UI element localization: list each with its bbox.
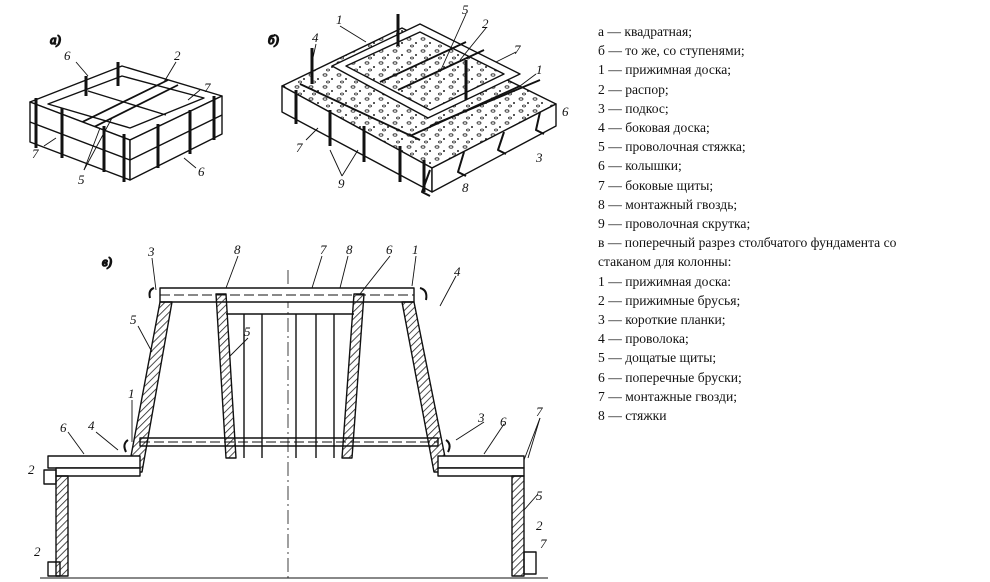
callout-v-7-bottom: 7 xyxy=(540,536,547,551)
callout-v-3: 3 xyxy=(147,244,155,259)
callout-v-8-b: 8 xyxy=(346,242,353,257)
legend-item: 8 — стяжки xyxy=(598,408,667,424)
callout-b-6: 6 xyxy=(562,104,569,119)
legend-item: 2 — прижимные брусья; xyxy=(598,292,741,308)
legend-item: 6 — поперечные бруски; xyxy=(598,369,742,385)
legend-item: 1 — прижимная доска: xyxy=(598,273,732,289)
legend-item: 5 — проволочная стяжка; xyxy=(598,139,746,155)
panel-a-square-formwork: а) xyxy=(29,31,223,182)
panel-b-callouts: 4 1 5 2 7 1 6 7 9 8 3 xyxy=(296,2,569,195)
callout-b-3: 3 xyxy=(535,150,543,165)
callout-v-3-right: 3 xyxy=(477,410,485,425)
callout-v-4: 4 xyxy=(454,264,461,279)
callout-v-6: 6 xyxy=(386,242,393,257)
legend-item: 8 — монтажный гвоздь; xyxy=(598,196,738,212)
callout-b-7-left: 7 xyxy=(296,140,303,155)
callout-a-6-bottom: 6 xyxy=(198,164,205,179)
callout-b-2: 2 xyxy=(482,16,489,31)
legend-item: 5 — дощатые щиты; xyxy=(598,350,717,366)
formwork-drawing: а) 6 2 7 7 5 6 xyxy=(28,2,569,579)
legend-item: а — квадратная; xyxy=(598,24,692,39)
callout-a-2: 2 xyxy=(174,48,181,63)
callout-v-6-right: 6 xyxy=(500,414,507,429)
legend-item: 6 — колышки; xyxy=(598,158,682,174)
callout-a-7-right: 7 xyxy=(204,80,211,95)
legend-item: 7 — монтажные гвозди; xyxy=(598,388,738,404)
panel-v-callouts: 3 8 7 8 6 1 4 5 5 1 4 6 2 2 3 6 7 5 2 7 xyxy=(28,242,547,559)
legend-item: 4 — боковая доска; xyxy=(598,120,710,136)
panel-a-label: а) xyxy=(50,32,61,47)
panel-v-label: в) xyxy=(102,254,112,269)
legend-item: б — то же, со ступенями; xyxy=(598,43,745,59)
callout-v-1: 1 xyxy=(412,242,419,257)
panel-v-cross-section: в) xyxy=(40,253,548,579)
callout-b-8: 8 xyxy=(462,180,469,195)
callout-v-4-left: 4 xyxy=(88,418,95,433)
callout-v-2-bottom: 2 xyxy=(34,544,41,559)
legend-item: стаканом для колонны: xyxy=(598,254,732,270)
legend-item: 2 — распор; xyxy=(598,81,669,97)
callout-v-1-left: 1 xyxy=(128,386,135,401)
panel-b-stepped-formwork: б) xyxy=(267,13,557,197)
callout-v-2-right: 2 xyxy=(536,518,543,533)
callout-a-5: 5 xyxy=(78,172,85,187)
figure-legend: а — квадратная; б — то же, со ступенями; 1… xyxy=(598,22,988,425)
callout-b-9: 9 xyxy=(338,176,345,191)
callout-v-5-right: 5 xyxy=(536,488,543,503)
legend-item: 3 — подкос; xyxy=(598,100,669,116)
legend-item: 1 — прижимная доска; xyxy=(598,62,732,78)
callout-a-7-left: 7 xyxy=(32,146,39,161)
legend-item: в — поперечный разрез столбчатого фундам… xyxy=(598,235,897,251)
callout-a-6: 6 xyxy=(64,48,71,63)
callout-v-2-left: 2 xyxy=(28,462,35,477)
callout-b-4: 4 xyxy=(312,30,319,45)
callout-v-5-inner: 5 xyxy=(244,324,251,339)
callout-v-8: 8 xyxy=(234,242,241,257)
callout-b-1-right: 1 xyxy=(536,62,543,77)
callout-b-7: 7 xyxy=(514,42,521,57)
callout-v-7: 7 xyxy=(320,242,327,257)
callout-b-5: 5 xyxy=(462,2,469,17)
callout-v-7-right: 7 xyxy=(536,404,543,419)
legend-item: 3 — короткие планки; xyxy=(598,312,726,328)
legend-item: 4 — проволока; xyxy=(598,331,689,347)
panel-a-callouts: 6 2 7 7 5 6 xyxy=(32,48,211,187)
callout-v-6-left: 6 xyxy=(60,420,67,435)
callout-b-1: 1 xyxy=(336,12,343,27)
legend-item: 9 — проволочная скрутка; xyxy=(598,216,751,232)
legend-item: 7 — боковые щиты; xyxy=(598,177,714,193)
callout-v-5: 5 xyxy=(130,312,137,327)
panel-b-label: б) xyxy=(268,32,279,47)
